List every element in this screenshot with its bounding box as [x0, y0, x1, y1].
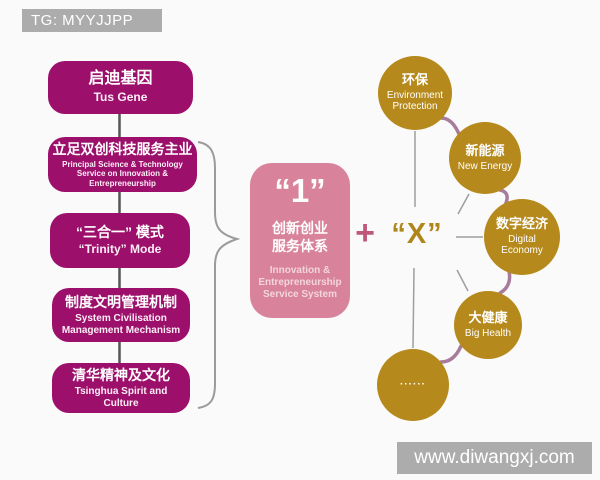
- center-zh: 创新创业 服务体系: [272, 219, 328, 255]
- center-en: Innovation & Entrepreneurship Service Sy…: [258, 264, 342, 300]
- flow-box-trinity-mode: “三合一” 模式 “Trinity” Mode: [50, 213, 190, 268]
- circle-zh: 大健康: [468, 309, 508, 325]
- watermark-banner: www.diwangxj.com: [397, 442, 592, 474]
- circle-en: Big Health: [464, 327, 512, 339]
- curly-brace: [197, 141, 241, 409]
- circle-digital-economy: 数字经济 Digital Economy: [484, 199, 560, 275]
- circle-new-energy: 新能源 New Energy: [449, 122, 521, 194]
- circle-zh: 新能源: [465, 142, 505, 158]
- flow-box-zh: “三合一” 模式: [76, 224, 164, 241]
- tg-banner: TG: MYYJJPP: [22, 9, 162, 32]
- flow-box-en: Tsinghua Spirit and Culture: [74, 386, 168, 409]
- x-spokes: [412, 131, 483, 349]
- flow-box-zh: 立足双创科技服务主业: [52, 141, 193, 158]
- flow-box-zh: 启迪基因: [88, 69, 153, 87]
- flow-box-principal-service: 立足双创科技服务主业 Principal Science & Technolog…: [48, 137, 197, 192]
- circle-en: Digital Economy: [501, 234, 543, 257]
- flow-box-en: Tus Gene: [93, 90, 148, 105]
- flow-box-tus-gene: 启迪基因 Tus Gene: [48, 61, 193, 114]
- circle-zh: 环保: [401, 72, 428, 88]
- flow-box-system-civilisation: 制度文明管理机制 System Civilisation Management …: [52, 288, 190, 342]
- flow-box-tsinghua-spirit: 清华精神及文化 Tsinghua Spirit and Culture: [52, 363, 190, 413]
- flow-box-zh: 清华精神及文化: [72, 366, 170, 383]
- circle-big-health: 大健康 Big Health: [454, 291, 522, 359]
- x-operator: “X”: [391, 218, 443, 250]
- circle-ellipsis: ······: [377, 349, 449, 421]
- flow-box-en: System Civilisation Management Mechanism: [61, 313, 181, 336]
- flow-box-zh: 制度文明管理机制: [65, 293, 177, 310]
- center-zh-line2: 服务体系: [272, 238, 328, 255]
- headline-one: “1”: [274, 172, 326, 209]
- plus-operator: +: [355, 214, 375, 252]
- circle-environment-protection: 环保 Environment Protection: [378, 56, 452, 130]
- center-service-system-box: “1” 创新创业 服务体系 Innovation & Entrepreneurs…: [250, 163, 350, 318]
- flow-box-en: “Trinity” Mode: [78, 242, 162, 257]
- flow-box-en: Principal Science & Technology Service o…: [62, 160, 183, 188]
- circle-en: Environment Protection: [386, 90, 444, 113]
- center-zh-line1: 创新创业: [272, 220, 328, 237]
- circle-zh: 数字经济: [495, 216, 548, 232]
- circle-zh: ······: [400, 379, 426, 391]
- circle-en: New Energy: [457, 160, 513, 172]
